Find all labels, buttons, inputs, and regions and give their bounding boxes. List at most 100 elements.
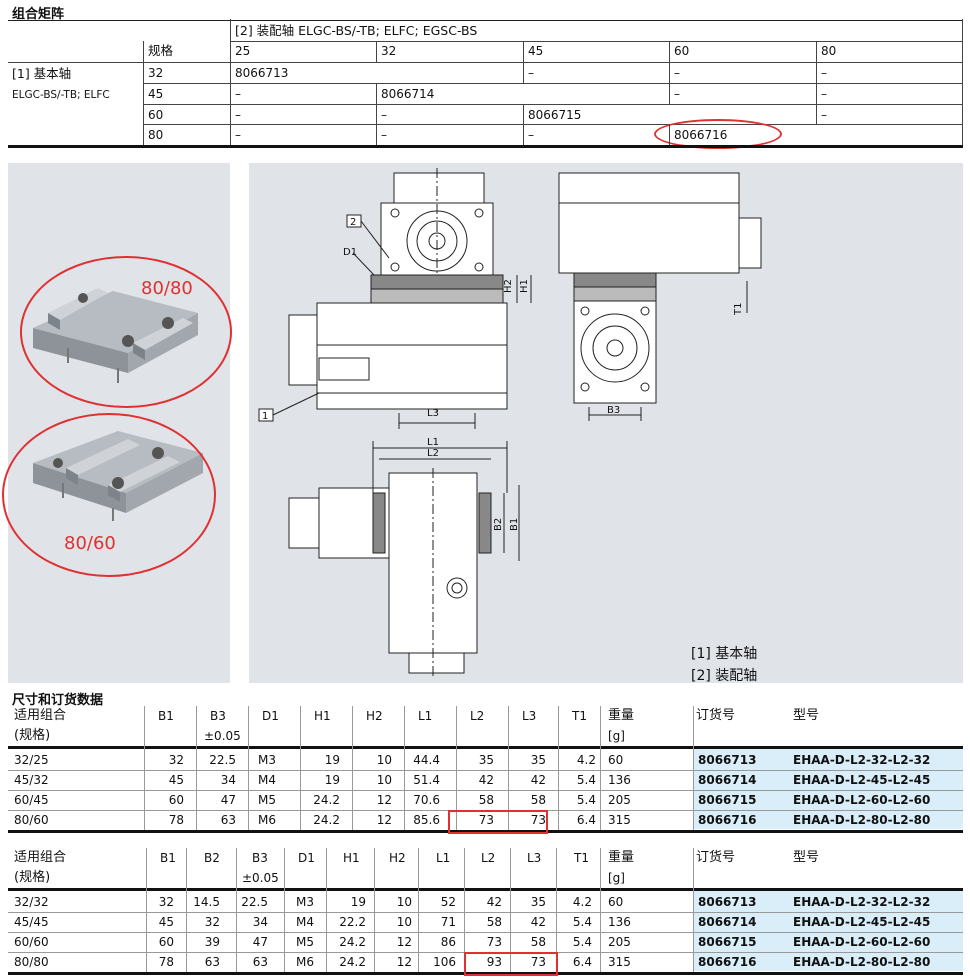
cell-b3: 22.5 (241, 895, 268, 909)
col-header-b3: B3 (252, 851, 268, 865)
photo-label-bottom: 80/60 (64, 533, 116, 554)
matrix-size: 80 (821, 44, 837, 58)
matrix-cell: – (821, 87, 827, 101)
cell-l3: 58 (530, 793, 546, 807)
cell-type: EHAA-D-L2-45-L2-45 (793, 773, 931, 787)
row-rule (8, 932, 963, 933)
dim-label-l2: L2 (427, 448, 439, 459)
cell-type: EHAA-D-L2-80-L2-80 (793, 813, 931, 827)
table-rule (8, 888, 963, 891)
cell-h1: 24.2 (339, 935, 366, 949)
col-header-l2: L2 (481, 851, 496, 865)
cell-h1: 24.2 (339, 955, 366, 969)
cell-d1: M4 (296, 915, 314, 929)
col-header-b2: B2 (204, 851, 220, 865)
matrix-cell: – (235, 87, 241, 101)
col-rule (300, 706, 301, 830)
cell-d1: M3 (258, 753, 276, 767)
highlight-ellipse (654, 119, 782, 149)
col-rule (464, 848, 465, 972)
col-header-weight-sub: [g] (608, 729, 625, 743)
matrix-bottom-rule (8, 145, 963, 148)
cell-b2: 39 (204, 935, 220, 949)
cell-b2: 32 (204, 915, 220, 929)
matrix-rule (230, 41, 963, 42)
matrix-row-size: 80 (148, 128, 164, 142)
matrix-row-size: 32 (148, 66, 164, 80)
matrix-header-note: [2] 装配轴 ELGC-BS/-TB; ELFC; EGSC-BS (235, 23, 478, 38)
col-rule (600, 848, 601, 972)
matrix-vline (230, 19, 231, 145)
matrix-vline (962, 19, 963, 145)
cell-l1: 44.4 (413, 753, 440, 767)
cell-l3: 42 (530, 915, 546, 929)
col-rule (558, 706, 559, 830)
cell-weight: 60 (608, 753, 624, 767)
cell-h1: 24.2 (313, 793, 340, 807)
cell-b1: 45 (158, 915, 174, 929)
col-header-b1: B1 (160, 851, 176, 865)
cell-t1: 5.4 (576, 793, 596, 807)
cell-b3: 63 (252, 955, 268, 969)
matrix-cell: – (528, 66, 534, 80)
cell-t1: 5.4 (576, 773, 596, 787)
col-header-b3-sub: ±0.05 (204, 729, 241, 743)
highlight-ellipse (2, 413, 216, 577)
cell-h1: 22.2 (339, 915, 366, 929)
cell-h2: 12 (396, 935, 412, 949)
cell-h2: 10 (376, 773, 392, 787)
cell-d1: M5 (258, 793, 276, 807)
cell-t1: 4.2 (576, 753, 596, 767)
cell-l2: 42 (478, 773, 494, 787)
cell-l3: 42 (530, 773, 546, 787)
cell-b1: 32 (158, 895, 174, 909)
cell-h2: 10 (396, 915, 412, 929)
col-rule (404, 706, 405, 830)
cell-l1: 86 (440, 935, 456, 949)
callout-1: 1 (262, 411, 268, 422)
cell-combo: 80/80 (14, 955, 49, 969)
col-header-d1: D1 (298, 851, 315, 865)
cell-l2: 58 (486, 915, 502, 929)
col-rule (510, 848, 511, 972)
dim-label-h2: H2 (503, 279, 514, 293)
order-highlight (693, 746, 963, 829)
dims-table-1: 适用组合 (规格) B1 B3 ±0.05 D1 H1 H2 L1 L2 L3 … (8, 706, 963, 834)
col-header-l3: L3 (527, 851, 542, 865)
cell-weight: 315 (608, 813, 631, 827)
col-rule (693, 706, 694, 830)
col-rule (352, 706, 353, 830)
col-header-b3-sub: ±0.05 (242, 871, 279, 885)
cell-order: 8066715 (698, 793, 757, 807)
matrix-vline (523, 104, 524, 145)
col-header-l1: L1 (436, 851, 451, 865)
cell-combo: 45/32 (14, 773, 49, 787)
highlight-box (464, 952, 558, 976)
cell-h2: 12 (376, 793, 392, 807)
matrix-size: 32 (381, 44, 397, 58)
row-rule (8, 912, 963, 913)
matrix-base-label: [1] 基本轴 (12, 66, 72, 81)
col-header-combo: 适用组合 (14, 850, 67, 865)
cell-combo: 32/25 (14, 753, 49, 767)
col-rule (236, 848, 237, 972)
matrix-vline (816, 41, 817, 124)
cell-combo: 60/60 (14, 935, 49, 949)
col-rule (693, 848, 694, 972)
cell-type: EHAA-D-L2-60-L2-60 (793, 793, 931, 807)
cell-type: EHAA-D-L2-45-L2-45 (793, 915, 931, 929)
matrix-cell: – (381, 108, 387, 122)
cell-t1: 6.4 (576, 813, 596, 827)
product-photo-panel: 80/80 80/60 (2, 163, 232, 683)
matrix-vline (376, 83, 377, 145)
legend-item-mount: [2] 装配轴 (691, 668, 758, 684)
cell-combo: 60/45 (14, 793, 49, 807)
cell-b1: 45 (168, 773, 184, 787)
col-header-order: 订货号 (696, 708, 736, 723)
col-header-h2: H2 (389, 851, 406, 865)
cell-h2: 10 (396, 895, 412, 909)
col-header-b1: B1 (158, 709, 174, 723)
row-rule (8, 790, 963, 791)
cell-b1: 60 (158, 935, 174, 949)
matrix-vline (669, 41, 670, 104)
